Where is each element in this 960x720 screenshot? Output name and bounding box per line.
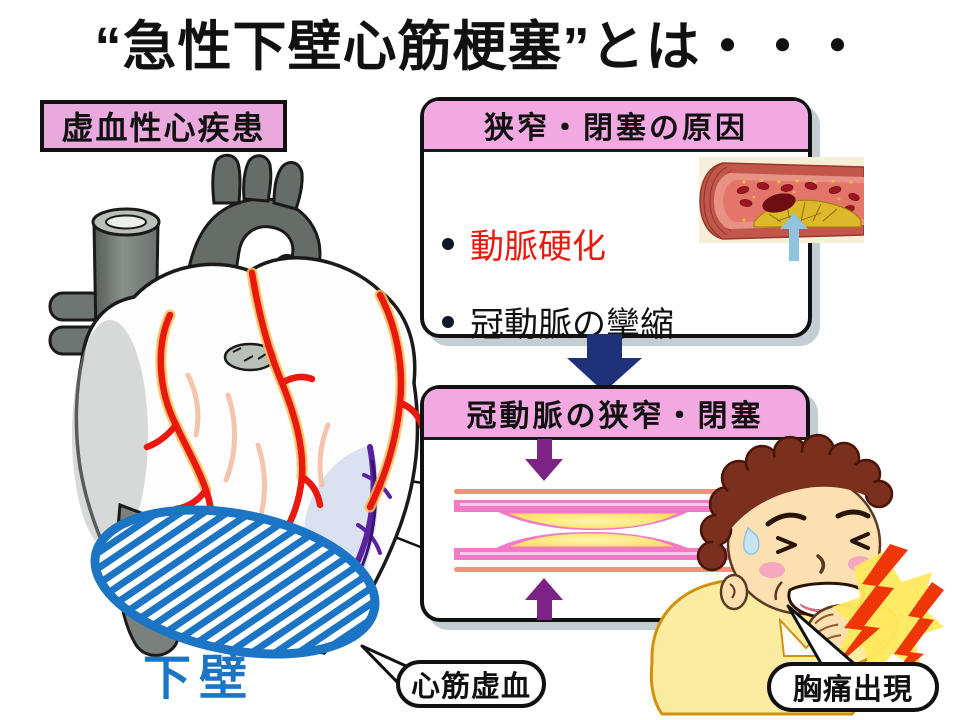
causes-box-header: 狭窄・閉塞の原因 xyxy=(424,101,808,152)
patient-head xyxy=(696,433,894,619)
heart-anatomy-illustration xyxy=(48,153,428,659)
sweat-drop-icon xyxy=(743,526,760,555)
bullet-dot-icon xyxy=(442,315,454,328)
compress-up-arrow-icon xyxy=(525,578,563,620)
bullet-dot-icon xyxy=(442,237,454,250)
bullet-arteriosclerosis: 動脈硬化 xyxy=(442,219,606,268)
atherosclerosis-artery-cutaway-illustration xyxy=(699,157,864,261)
chest-pain-callout: 胸痛出現 xyxy=(767,662,939,712)
ischemia-callout: 心筋虚血 xyxy=(396,660,546,708)
stenosis-box-header: 冠動脈の狭窄・閉塞 xyxy=(424,389,806,440)
thrombus xyxy=(762,193,796,213)
ischemic-heart-disease-label: 虚血性心疾患 xyxy=(40,100,287,152)
pain-lightning-icon xyxy=(832,544,944,688)
bullet-coronary-spasm: 冠動脈の攣縮 xyxy=(442,297,674,346)
flow-down-arrow-icon xyxy=(567,334,642,392)
causes-box: 狭窄・閉塞の原因 動脈硬化 冠動脈の攣縮 xyxy=(420,97,864,344)
compress-down-arrow-icon xyxy=(525,439,563,481)
slide-title: “急性下壁心筋梗塞”とは・・・ xyxy=(94,17,866,77)
inferior-wall-label: 下壁 xyxy=(143,652,256,705)
red-blood-cells xyxy=(736,182,860,213)
plaque-pointer-arrow-icon xyxy=(780,213,808,261)
